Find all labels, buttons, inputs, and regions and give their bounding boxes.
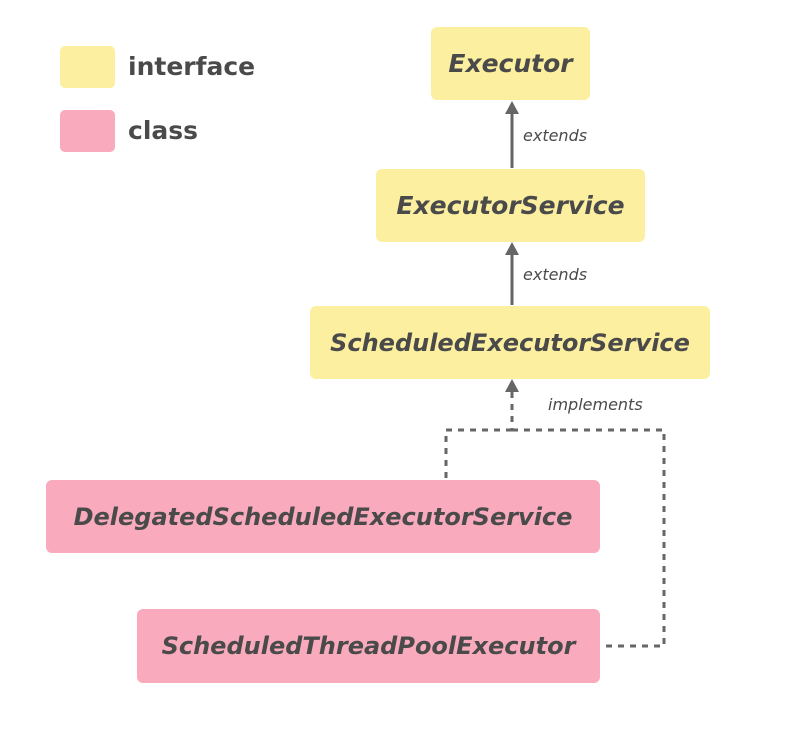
legend-class-swatch bbox=[60, 110, 115, 152]
implements-branch-threadpool bbox=[512, 428, 666, 648]
node-delegated-scheduled-executor-service: DelegatedScheduledExecutorService bbox=[46, 480, 600, 553]
implements-branch-delegated bbox=[444, 428, 512, 481]
legend-class-label: class bbox=[128, 116, 199, 145]
node-scheduled-executor-service: ScheduledExecutorService bbox=[310, 306, 710, 379]
legend-interface-swatch bbox=[60, 46, 115, 88]
edge-label-extends-1: extends bbox=[523, 126, 588, 145]
implements-arrowhead bbox=[505, 379, 519, 392]
extends-arrowhead-2 bbox=[505, 242, 519, 255]
legend-interface-label: interface bbox=[128, 52, 256, 81]
extends-arrowhead-1 bbox=[505, 101, 519, 114]
node-executor-service: ExecutorService bbox=[376, 169, 645, 242]
node-executor: Executor bbox=[431, 27, 590, 100]
edge-label-implements: implements bbox=[548, 395, 643, 414]
node-scheduled-thread-pool-executor: ScheduledThreadPoolExecutor bbox=[137, 609, 600, 683]
edge-label-extends-2: extends bbox=[523, 265, 588, 284]
